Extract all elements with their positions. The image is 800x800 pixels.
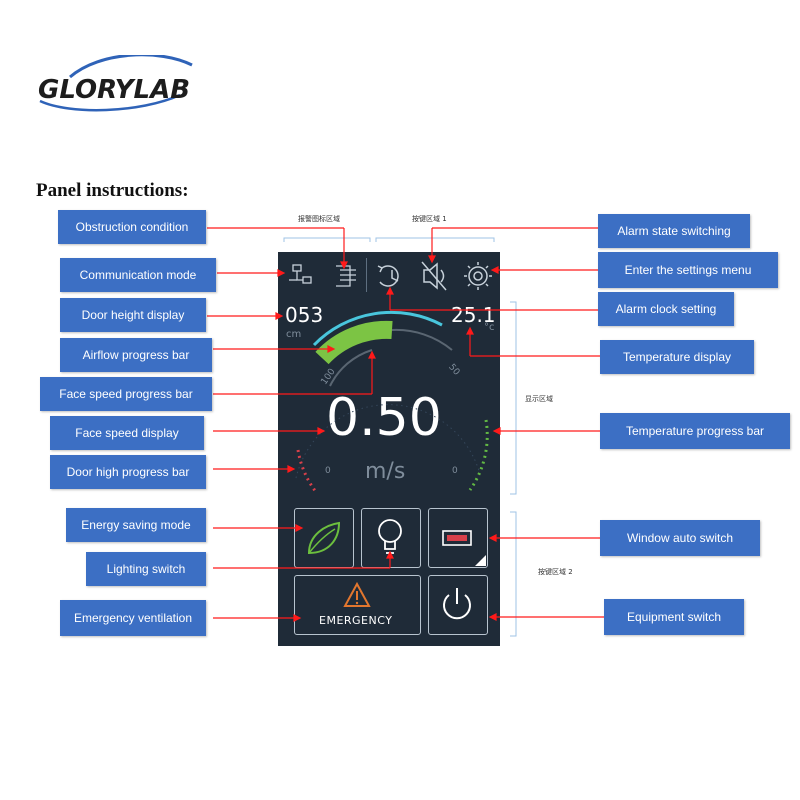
logo-text: GLORYLAB bbox=[38, 75, 191, 105]
temperature-value: 25.1 bbox=[451, 303, 496, 327]
airflow-progress-track bbox=[391, 328, 453, 351]
door-high-progress bbox=[296, 449, 318, 493]
emergency-button[interactable]: EMERGENCY bbox=[294, 575, 421, 635]
label-door-height-display: Door height display bbox=[60, 298, 206, 332]
region-display-area: 显示区域 bbox=[525, 395, 553, 403]
label-face-speed-display: Face speed display bbox=[50, 416, 204, 450]
label-communication-mode: Communication mode bbox=[60, 258, 216, 292]
temperature-unit: °c bbox=[484, 322, 495, 333]
label-temperature-progress-bar: Temperature progress bar bbox=[600, 413, 790, 449]
dial-zero-right: 0 bbox=[452, 466, 458, 476]
label-alarm-clock-setting: Alarm clock setting bbox=[598, 292, 734, 326]
gauge bbox=[295, 310, 489, 493]
face-speed-unit: m/s bbox=[365, 459, 406, 484]
window-auto-button[interactable] bbox=[428, 508, 488, 568]
label-lighting-switch: Lighting switch bbox=[86, 552, 206, 586]
pointer-arrows bbox=[207, 227, 604, 622]
alarm-clock-icon bbox=[377, 265, 399, 287]
gauge-tick-ring bbox=[295, 404, 482, 479]
region-key-area-1: 按键区域 1 bbox=[412, 215, 447, 223]
label-face-speed-progress-bar: Face speed progress bar bbox=[40, 377, 212, 411]
label-equipment-switch: Equipment switch bbox=[604, 599, 744, 635]
airflow-progress-fill bbox=[315, 320, 393, 365]
window-icon bbox=[442, 530, 486, 566]
bracket-key-area-1 bbox=[375, 237, 495, 242]
door-height-unit: cm bbox=[286, 329, 302, 340]
brand-logo: GLORYLAB bbox=[30, 55, 200, 115]
label-temperature-display: Temperature display bbox=[600, 340, 754, 374]
label-energy-saving-mode: Energy saving mode bbox=[66, 508, 206, 542]
emergency-label: EMERGENCY bbox=[319, 614, 393, 627]
label-door-high-progress-bar: Door high progress bar bbox=[50, 455, 206, 489]
label-obstruction-condition: Obstruction condition bbox=[58, 210, 206, 244]
label-window-auto-switch: Window auto switch bbox=[600, 520, 760, 556]
header-divider bbox=[366, 258, 367, 292]
power-icon bbox=[443, 588, 471, 620]
face-speed-track bbox=[329, 349, 373, 387]
label-alarm-state-switching: Alarm state switching bbox=[598, 214, 750, 248]
lighting-button[interactable] bbox=[361, 508, 421, 568]
logo-swoosh-icon bbox=[39, 55, 193, 112]
network-icon bbox=[289, 264, 312, 284]
bracket-alarm-area bbox=[283, 237, 371, 242]
temperature-progress bbox=[468, 419, 489, 491]
bracket-key-area-2 bbox=[510, 511, 517, 637]
door-height-value: 053 bbox=[285, 303, 324, 327]
label-emergency-ventilation: Emergency ventilation bbox=[60, 600, 206, 636]
leaf-icon bbox=[307, 521, 341, 555]
warning-triangle-icon bbox=[343, 581, 371, 607]
settings-gear-icon bbox=[464, 262, 492, 290]
face-speed-value: 0.50 bbox=[326, 388, 442, 448]
airflow-cyan-arc bbox=[312, 310, 443, 347]
label-enter-settings-menu: Enter the settings menu bbox=[598, 252, 778, 288]
mute-icon bbox=[421, 261, 447, 291]
label-airflow-progress-bar: Airflow progress bar bbox=[60, 338, 212, 372]
bracket-display-area bbox=[510, 301, 517, 495]
obstruction-hand-icon bbox=[336, 265, 356, 287]
page-title: Panel instructions: bbox=[36, 180, 189, 201]
control-panel bbox=[278, 252, 500, 646]
power-button[interactable] bbox=[428, 575, 488, 635]
dial-zero-left: 0 bbox=[325, 466, 331, 476]
region-alarm-icon-area: 报警图标区域 bbox=[298, 215, 340, 223]
region-key-area-2: 按键区域 2 bbox=[538, 568, 573, 576]
